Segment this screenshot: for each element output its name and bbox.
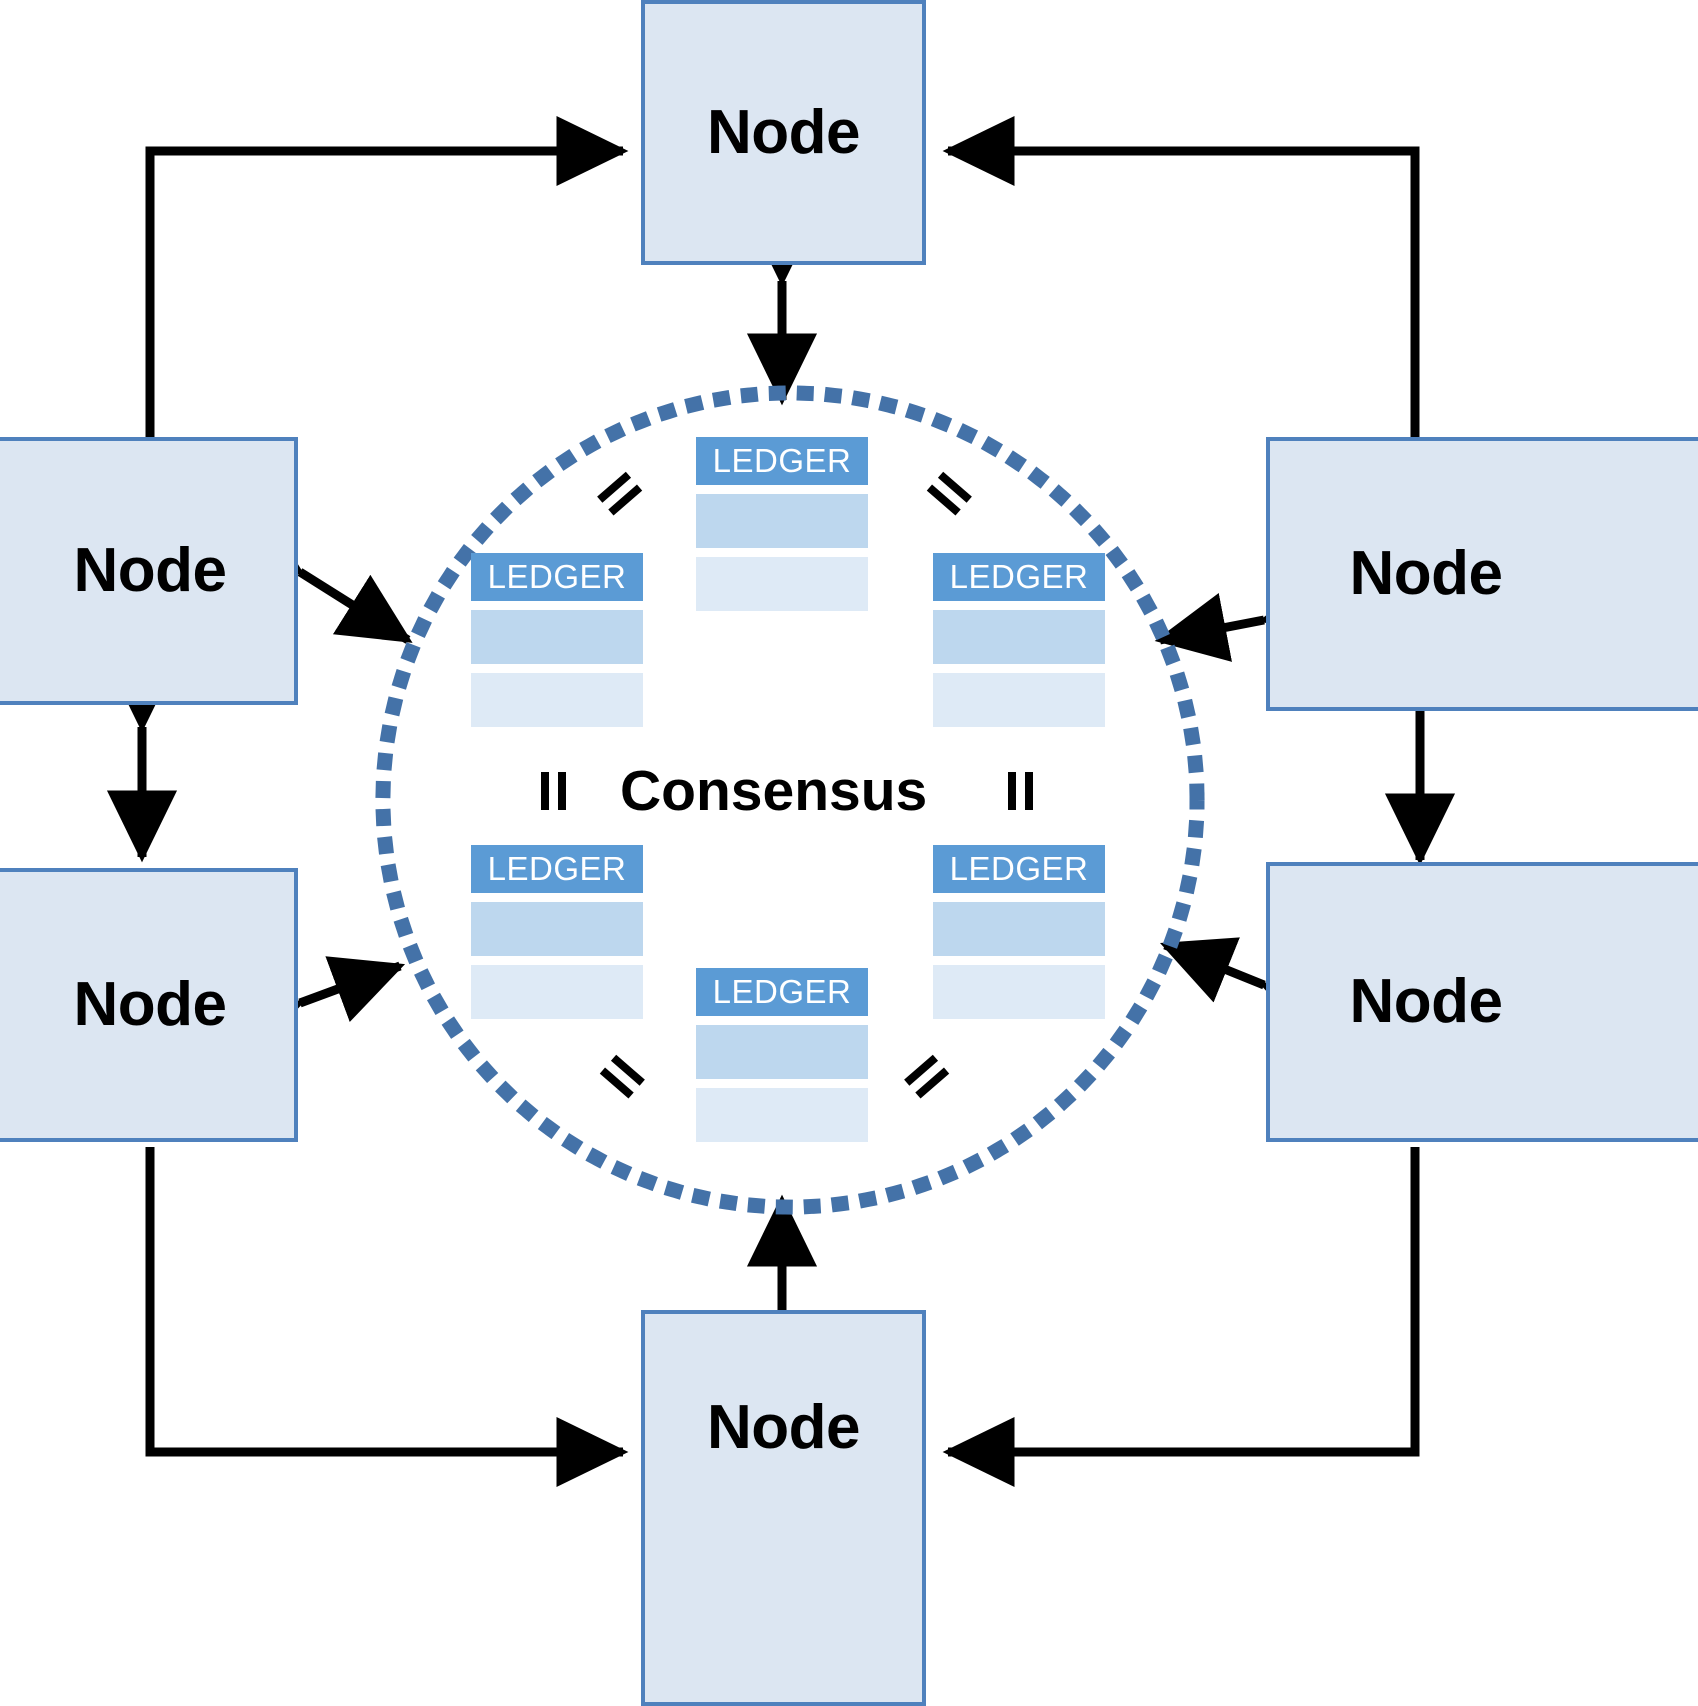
arrow-top-to-rightupper [942,115,1420,437]
equals-mark-top-left [596,470,644,518]
consensus-label: Consensus [620,759,928,823]
ledger-header: LEDGER [933,553,1105,601]
equals-mark-bottom-left [598,1053,646,1101]
ledger-row-dark [933,902,1105,956]
arrow-leftupper-node-to-consensus [224,506,413,644]
ledger-row-dark [696,494,868,548]
ledger-stack-lower-right[interactable]: LEDGER [933,845,1105,1019]
arrow-rightupper-node-to-consensus [1154,572,1337,662]
ledger-row-light [471,673,643,727]
ledger-row-dark [471,610,643,664]
ledger-row-dark [696,1025,868,1079]
ledger-stack-upper-right[interactable]: LEDGER [933,553,1105,727]
ledger-header: LEDGER [696,968,868,1016]
ledger-stack-upper-left[interactable]: LEDGER [471,553,643,727]
equals-mark-mid-right [1005,772,1035,810]
arrow-leftlower-to-bottom [145,1147,629,1488]
equals-mark-top-right [925,470,973,518]
equals-mark-bottom-right [903,1053,951,1101]
ledger-stack-bottom[interactable]: LEDGER [696,968,868,1142]
node-label: Node [1349,967,1504,1036]
node-box-top[interactable]: Node [641,0,926,265]
ledger-row-light [933,965,1105,1019]
node-box-right-lower[interactable]: Node [1266,862,1698,1142]
ledger-row-dark [933,610,1105,664]
ledger-header: LEDGER [471,553,643,601]
node-label: Node [1349,539,1504,608]
ledger-row-light [471,965,643,1019]
ledger-header: LEDGER [471,845,643,893]
node-box-left-upper[interactable]: Node [0,437,298,705]
node-label: Node [707,1393,861,1462]
node-label: Node [73,970,228,1039]
ledger-stack-lower-left[interactable]: LEDGER [471,845,643,1019]
node-box-bottom[interactable]: Node [641,1310,926,1706]
node-box-right-upper[interactable]: Node [1266,437,1698,711]
ledger-row-light [696,557,868,611]
arrow-leftupper-to-top [145,115,629,437]
ledger-row-light [696,1088,868,1142]
arrow-leftlower-node-to-consensus [225,956,406,1060]
node-box-left-lower[interactable]: Node [0,868,298,1142]
arrow-rightlower-node-to-consensus [1159,937,1339,1043]
ledger-header: LEDGER [933,845,1105,893]
ledger-stack-top[interactable]: LEDGER [696,437,868,611]
ledger-header: LEDGER [696,437,868,485]
arrow-rightlower-to-bottom [942,1147,1420,1488]
ledger-row-dark [471,902,643,956]
equals-mark-mid-left [538,772,568,810]
ledger-row-light [933,673,1105,727]
node-label: Node [707,97,861,167]
node-label: Node [73,536,228,605]
